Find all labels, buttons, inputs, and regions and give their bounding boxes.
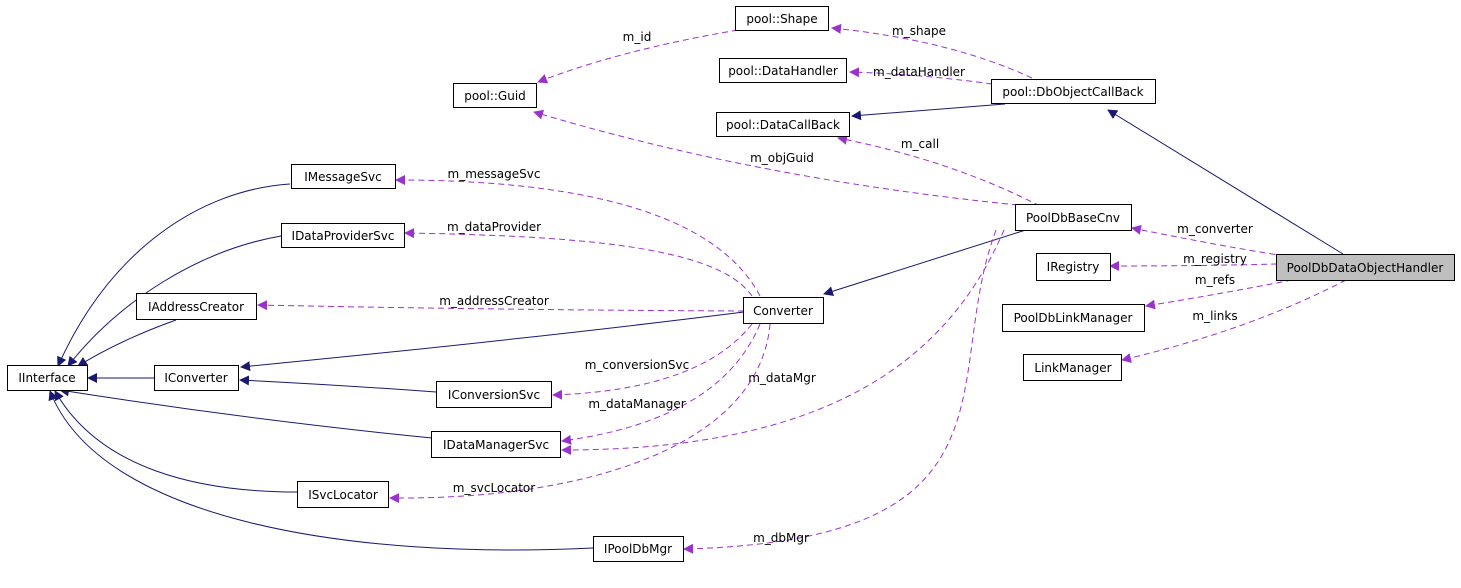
- edge-label-m_dbMgr: m_dbMgr: [753, 531, 809, 545]
- node-label: pool::Shape: [746, 12, 817, 26]
- edge-converter-m_addressCreator: [257, 300, 745, 312]
- edge-isvcloc-to-iinterface: [54, 390, 298, 493]
- node-label: IPoolDbMgr: [604, 542, 672, 556]
- node-pooldbdataobjecthandler[interactable]: PoolDbDataObjectHandler: [1276, 254, 1455, 281]
- node-iaddresscreator[interactable]: IAddressCreator: [136, 293, 257, 320]
- node-idatamanagersvc[interactable]: IDataManagerSvc: [431, 431, 561, 458]
- edge-label-m_id: m_id: [623, 30, 652, 44]
- node-label: pool::DbObjectCallBack: [1002, 85, 1143, 99]
- edge-dbocb-m_dataHandler: [849, 67, 993, 85]
- edge-pooldbbasecnv-m_dataMgr: [561, 229, 1005, 455]
- node-label: IInterface: [18, 371, 75, 385]
- node-label: ISvcLocator: [308, 488, 378, 502]
- node-label: PoolDbDataObjectHandler: [1287, 261, 1444, 275]
- edge-dbocb-m_shape-shape: [831, 23, 1033, 79]
- node-ipooldbmgr[interactable]: IPoolDbMgr: [593, 536, 684, 562]
- edge-label-m_dataHandler: m_dataHandler: [873, 65, 965, 79]
- edge-ipooldbmgr-to-iinterface: [48, 390, 594, 551]
- node-pool-dbobjectcallback[interactable]: pool::DbObjectCallBack: [991, 79, 1156, 104]
- edge-idatamgr-to-iinterface: [59, 386, 433, 439]
- edges: [48, 23, 1347, 554]
- edge-label-m_registry: m_registry: [1183, 252, 1247, 266]
- node-imessagesvc[interactable]: IMessageSvc: [291, 164, 396, 189]
- node-idataprovidersvc[interactable]: IDataProviderSvc: [281, 223, 405, 248]
- edge-label-m_refs: m_refs: [1195, 273, 1235, 287]
- edge-pooldbbasecnv-to-converter: [823, 227, 1033, 297]
- edge-converter-to-iconverter: [240, 311, 745, 372]
- node-label: pool::DataCallBack: [726, 118, 840, 132]
- node-label: IRegistry: [1047, 260, 1100, 274]
- node-label: LinkManager: [1034, 361, 1111, 375]
- node-converter[interactable]: Converter: [743, 297, 824, 324]
- edge-converter-m_dataProvider: [404, 228, 753, 297]
- edge-label-m_links: m_links: [1192, 309, 1237, 323]
- node-iconversionsvc[interactable]: IConversionSvc: [436, 381, 552, 408]
- edge-label-m_objGuid: m_objGuid: [750, 151, 814, 165]
- node-label: pool::Guid: [464, 89, 526, 103]
- node-isvclocator[interactable]: ISvcLocator: [297, 481, 389, 508]
- edge-converter-m_messageSvc: [395, 175, 761, 297]
- edge-label-m_addressCreator: m_addressCreator: [439, 294, 549, 308]
- node-label: PoolDbBaseCnv: [1026, 211, 1120, 225]
- edge-label-m_dataManager: m_dataManager: [588, 397, 685, 411]
- edge-label-m_svcLocator: m_svcLocator: [453, 481, 535, 495]
- node-pool-shape[interactable]: pool::Shape: [735, 6, 829, 31]
- edge-handler-to-dbocb: [1107, 109, 1344, 255]
- node-label: IAddressCreator: [148, 300, 244, 314]
- edge-label-m_converter: m_converter: [1177, 222, 1253, 236]
- edge-handler-m_registry: [1109, 260, 1278, 271]
- node-label: PoolDbLinkManager: [1014, 311, 1133, 325]
- node-label: pool::DataHandler: [728, 64, 838, 78]
- node-linkmanager[interactable]: LinkManager: [1023, 354, 1122, 381]
- edge-guid-m_id-shape: [537, 29, 739, 84]
- node-pool-datahandler[interactable]: pool::DataHandler: [719, 58, 847, 83]
- edge-label-m_conversionSvc: m_conversionSvc: [585, 358, 690, 372]
- node-pool-guid[interactable]: pool::Guid: [453, 83, 537, 108]
- node-pooldbbasecnv[interactable]: PoolDbBaseCnv: [1015, 204, 1132, 231]
- edge-handler-m_links: [1121, 279, 1347, 363]
- edge-idataprov-to-iinterface: [67, 235, 282, 367]
- node-label: IDataProviderSvc: [292, 229, 395, 243]
- nodes: pool::Shape pool::Guid pool::DataHandler…: [7, 6, 1455, 562]
- edge-pooldbbasecnv-m_call: [837, 134, 1041, 207]
- edge-pooldbbasecnv-m_objGuid: [533, 109, 1029, 207]
- node-pooldblinkmanager[interactable]: PoolDbLinkManager: [1002, 304, 1145, 332]
- node-iconverter[interactable]: IConverter: [154, 365, 239, 391]
- edge-imsg-to-iinterface: [57, 183, 291, 367]
- node-label: Converter: [753, 304, 813, 318]
- edge-label-m_messageSvc: m_messageSvc: [448, 167, 541, 181]
- node-label: IConverter: [164, 371, 227, 385]
- node-label: IDataManagerSvc: [443, 438, 549, 452]
- edge-converter-m_dataManager: [561, 323, 761, 445]
- edge-label-m_shape: m_shape: [892, 24, 946, 38]
- edge-label-m_call: m_call: [901, 137, 939, 151]
- node-iinterface[interactable]: IInterface: [7, 365, 88, 391]
- node-iregistry[interactable]: IRegistry: [1036, 253, 1111, 281]
- node-label: IConversionSvc: [448, 388, 540, 402]
- edge-labels: m_id m_shape m_dataHandler m_call m_objG…: [439, 24, 1253, 545]
- edge-label-m_dataProvider: m_dataProvider: [447, 220, 541, 234]
- edge-label-m_dataMgr: m_dataMgr: [748, 371, 816, 385]
- edge-iaddr-to-iinterface: [77, 319, 177, 367]
- edge-handler-m_converter: [1131, 224, 1286, 257]
- node-label: IMessageSvc: [304, 170, 381, 184]
- edge-handler-m_refs: [1145, 279, 1293, 310]
- node-pool-datacallback[interactable]: pool::DataCallBack: [716, 112, 850, 137]
- edge-iconvsvc-to-iconverter: [239, 375, 437, 393]
- edge-converter-m_svcLocator: [389, 323, 771, 504]
- edge-converter-m_conversionSvc: [552, 323, 753, 400]
- edge-pooldbbasecnv-m_dbMgr: [683, 229, 997, 554]
- edge-dbocb-to-datacb: [851, 103, 1006, 121]
